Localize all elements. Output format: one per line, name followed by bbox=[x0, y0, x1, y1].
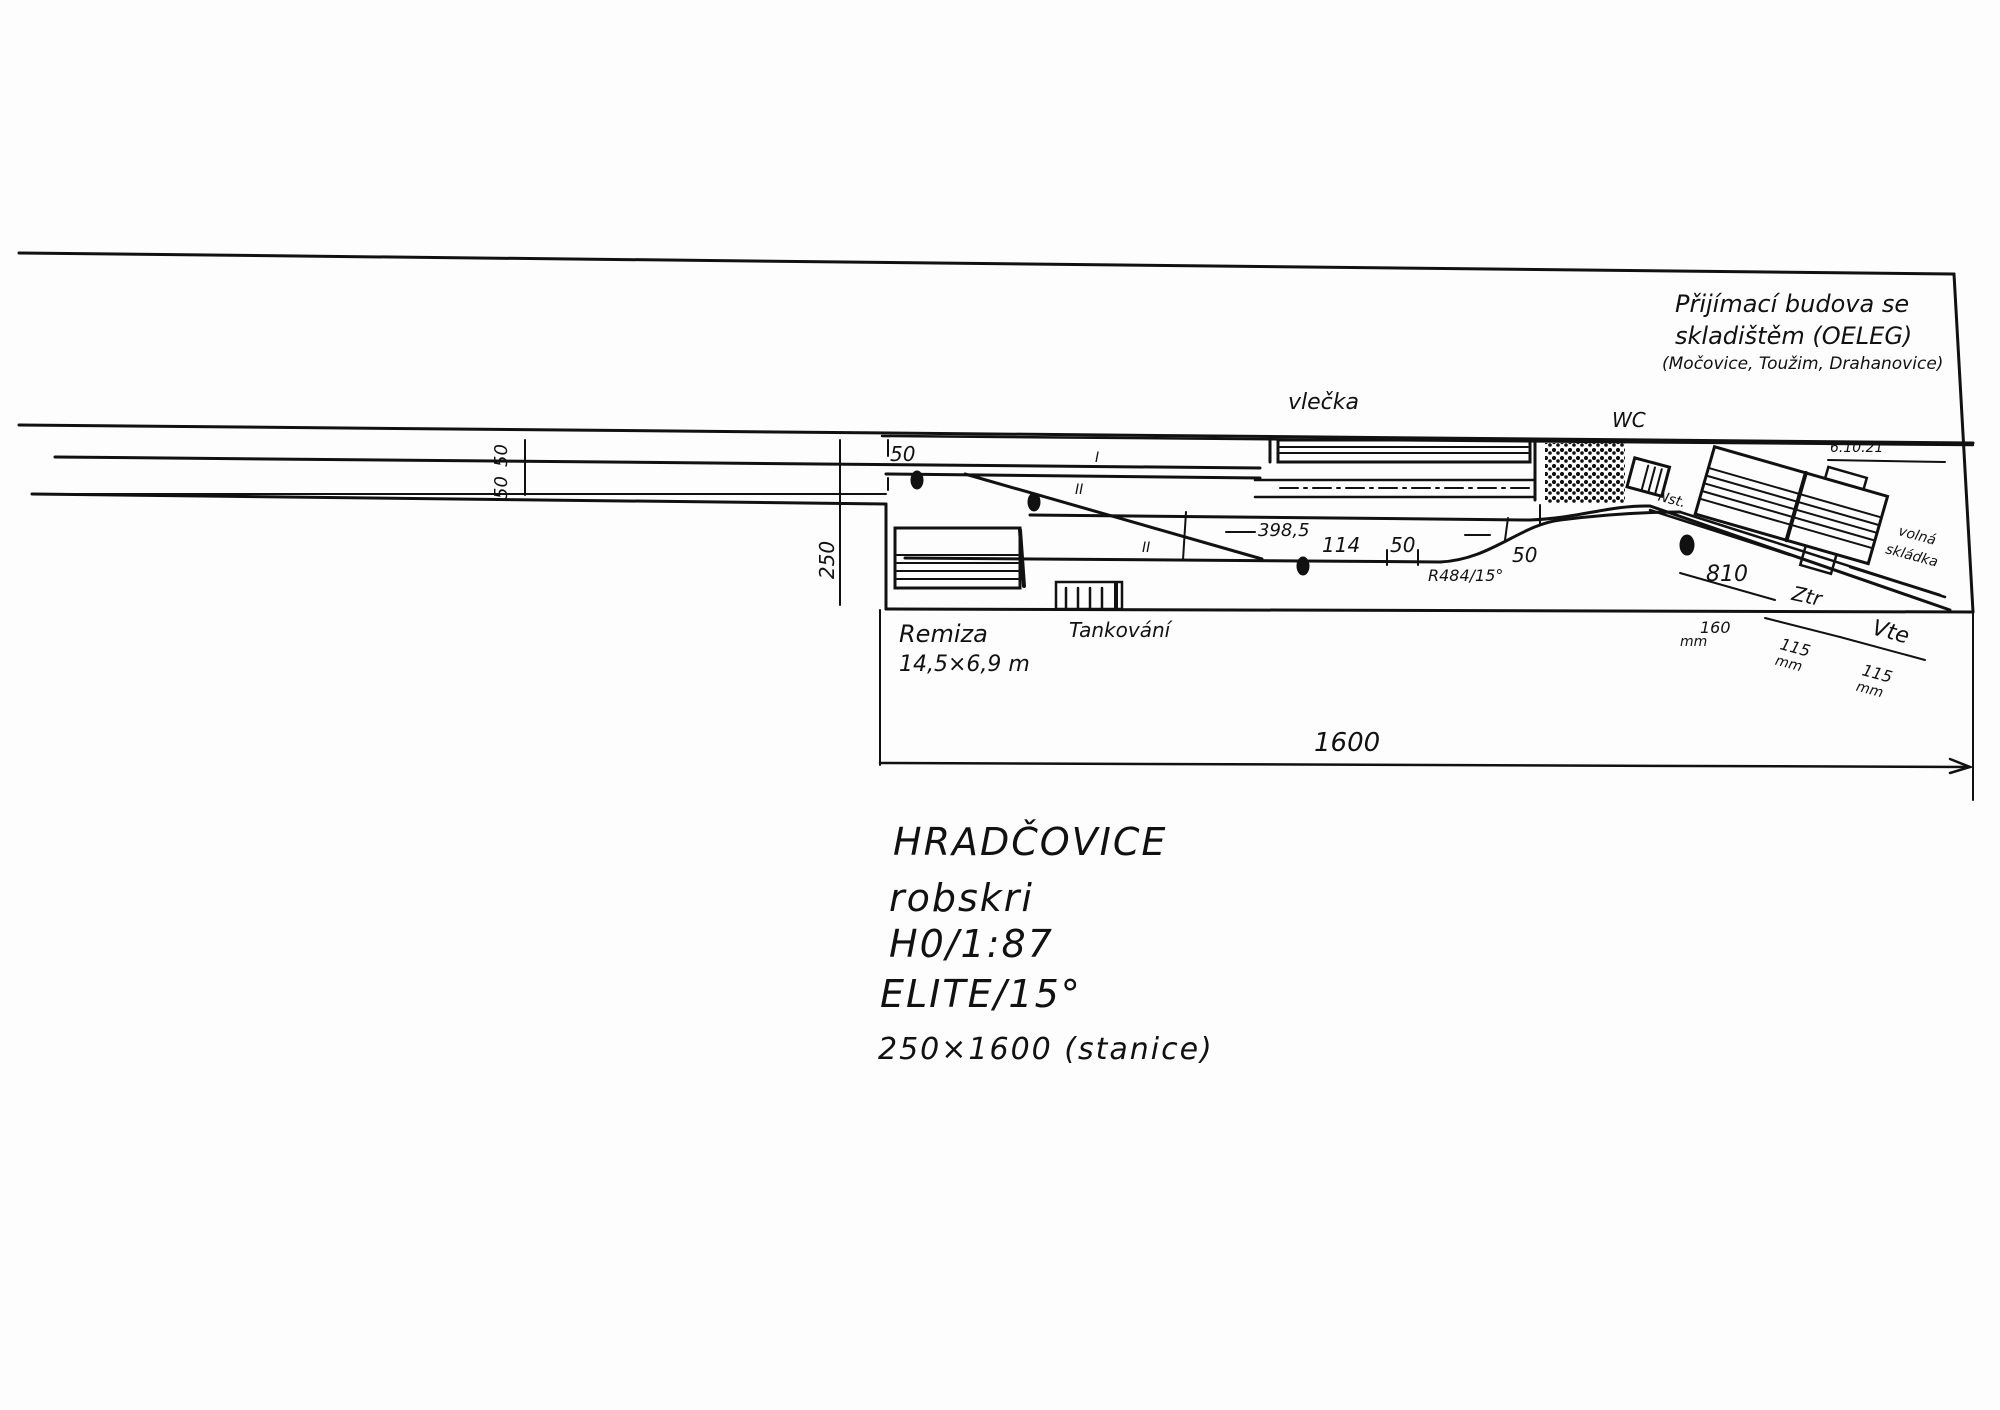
tick bbox=[1504, 517, 1509, 541]
station-building-label-1: Přijímací budova se bbox=[1675, 290, 1910, 318]
dim-398-5: 398,5 bbox=[1258, 520, 1310, 541]
track-I bbox=[884, 472, 1262, 480]
dim-line-ztr bbox=[1764, 617, 1841, 638]
track-II-middle bbox=[1028, 513, 1532, 522]
signal-icon bbox=[910, 470, 924, 490]
dim-160-unit: mm bbox=[1680, 634, 1708, 650]
curve-label: R484/15° bbox=[1428, 566, 1504, 585]
arrow-icon bbox=[1948, 757, 1974, 775]
tick bbox=[1182, 511, 1187, 561]
board-lower-edge bbox=[30, 492, 888, 506]
dim-50a: 50 bbox=[1390, 533, 1416, 557]
track-lower bbox=[903, 556, 1442, 564]
station-building bbox=[1693, 444, 1890, 576]
wc-building bbox=[1625, 456, 1672, 499]
dim-width: 250 bbox=[815, 540, 840, 580]
mainline-track-upper bbox=[53, 455, 1262, 470]
track-II-label-b: II bbox=[1142, 540, 1151, 556]
board-right-edge bbox=[1952, 272, 1975, 614]
board-top-edge bbox=[17, 251, 1956, 276]
gravel-area bbox=[1545, 443, 1625, 503]
station-bottom-edge bbox=[884, 607, 1975, 614]
track-I-label: I bbox=[1095, 450, 1100, 466]
signal-icon bbox=[1027, 492, 1041, 512]
siding-building bbox=[1253, 436, 1537, 502]
dim-line-810 bbox=[1679, 572, 1776, 601]
depot-size-label: 14,5×6,9 m bbox=[899, 652, 1030, 677]
dim-50b: 50 bbox=[1512, 543, 1538, 567]
dim-810: 810 bbox=[1706, 562, 1748, 587]
wc-label: WC bbox=[1612, 408, 1646, 432]
station-track bbox=[1528, 504, 1952, 612]
board-mid-edge bbox=[17, 423, 1975, 445]
dim-line-1600 bbox=[878, 761, 1972, 769]
depot-building bbox=[893, 526, 1026, 590]
title-system: ELITE/15° bbox=[880, 972, 1082, 1016]
dim-track-spacing-1: 50 bbox=[490, 444, 512, 467]
dim-160: 160 bbox=[1700, 618, 1731, 637]
storage-track bbox=[1848, 565, 1947, 599]
signature-underline bbox=[1827, 459, 1946, 463]
fueling-station bbox=[1054, 580, 1124, 611]
dim-114: 114 bbox=[1322, 533, 1361, 557]
loading-platform bbox=[1648, 508, 1792, 557]
dim-line-vte bbox=[1839, 636, 1926, 661]
dim-length: 1600 bbox=[1314, 728, 1381, 758]
depot-label: Remiza bbox=[899, 620, 988, 648]
title-name: HRADČOVICE bbox=[893, 820, 1168, 864]
track-II-label-a: II bbox=[1075, 482, 1084, 498]
dim-track-spacing-2: 50 bbox=[490, 476, 512, 499]
siding-label: vlečka bbox=[1288, 390, 1359, 415]
curve-R484 bbox=[1438, 510, 1682, 564]
signal-icon bbox=[1679, 534, 1695, 556]
fueling-label: Tankování bbox=[1069, 618, 1171, 642]
title-author: robskri bbox=[889, 876, 1034, 920]
signal-icon bbox=[1296, 556, 1310, 576]
station-building-label-2: skladištěm (OELEG) bbox=[1675, 322, 1913, 350]
title-size: 250×1600 (stanice) bbox=[878, 1032, 1214, 1067]
date-signature: 6.10.21 bbox=[1830, 440, 1884, 456]
station-building-label-3: (Močovice, Toužim, Drahanovice) bbox=[1662, 354, 1944, 374]
title-scale: H0/1:87 bbox=[889, 922, 1054, 966]
dim-top-50: 50 bbox=[890, 442, 916, 466]
